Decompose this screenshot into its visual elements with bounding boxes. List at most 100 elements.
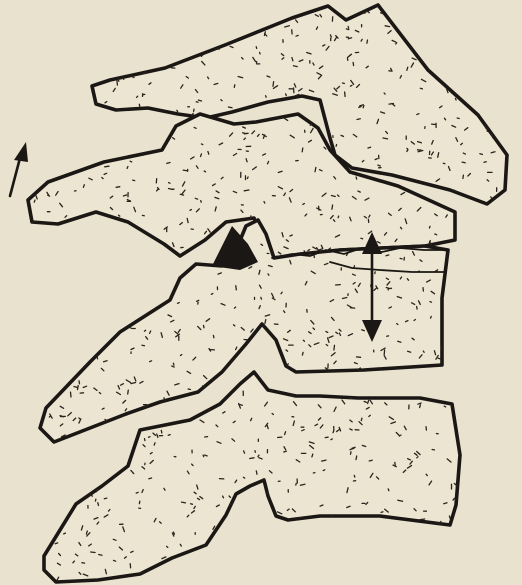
stipple-dash: [148, 298, 149, 300]
stipple-dash: [382, 556, 383, 560]
stipple-dash: [420, 373, 424, 375]
stipple-dash: [237, 579, 240, 580]
stipple-dash: [97, 263, 98, 266]
stipple-dash: [400, 258, 402, 259]
stipple-dash: [456, 563, 457, 565]
stipple-dash: [130, 318, 132, 319]
stipple-dash: [188, 389, 190, 390]
stipple-dash: [88, 276, 92, 277]
stipple-dash: [487, 26, 489, 27]
stipple-dash: [330, 35, 331, 37]
stipple-dash: [101, 57, 104, 58]
stipple-dash: [205, 455, 207, 456]
stipple-dash: [55, 311, 58, 313]
stipple-dash: [261, 297, 262, 299]
stipple-dash: [363, 106, 364, 108]
stipple-dash: [302, 352, 303, 355]
stipple-dash: [79, 381, 80, 384]
stipple-dash: [114, 128, 117, 130]
stipple-dash: [452, 35, 454, 36]
stipple-dash: [423, 568, 427, 569]
stipple-dash: [93, 464, 96, 466]
stipple-dash: [343, 83, 345, 84]
stipple-dash: [125, 445, 128, 448]
stipple-dash: [119, 48, 121, 49]
stipple-dash: [381, 512, 383, 513]
stipple-dash: [482, 72, 483, 75]
stipple-dash: [423, 551, 424, 554]
stipple-dash: [157, 407, 158, 410]
stipple-dash: [316, 375, 320, 376]
stipple-dash: [114, 560, 116, 561]
stipple-dash: [368, 147, 371, 148]
stipple-dash: [384, 176, 386, 179]
stipple-dash: [489, 64, 491, 65]
stipple-dash: [235, 506, 238, 507]
stipple-dash: [429, 525, 430, 527]
stipple-dash: [145, 270, 148, 274]
stipple-dash: [163, 122, 165, 123]
stipple-dash: [176, 403, 180, 404]
stipple-dash: [237, 14, 240, 17]
stipple-dash: [63, 241, 64, 245]
stipple-dash: [232, 30, 233, 32]
stipple-dash: [163, 126, 164, 128]
stipple-dash: [357, 119, 360, 120]
stipple-dash: [281, 292, 282, 294]
stipple-dash: [98, 295, 101, 298]
stipple-dash: [455, 76, 457, 78]
stipple-dash: [312, 454, 313, 457]
stipple-dash: [64, 269, 65, 271]
stipple-dash: [262, 347, 264, 349]
stipple-dash: [185, 262, 186, 264]
stipple-dash: [387, 537, 388, 538]
stipple-dash: [102, 463, 103, 465]
stipple-dash: [424, 545, 426, 547]
stipple-dash: [62, 228, 66, 231]
stipple-dash: [55, 543, 58, 544]
stipple-dash: [290, 235, 292, 236]
stipple-dash: [160, 420, 163, 423]
stipple-dash: [346, 29, 349, 30]
stipple-dash: [83, 185, 84, 188]
stipple-dash: [123, 21, 124, 24]
stipple-dash: [389, 104, 394, 105]
stipple-dash: [78, 386, 79, 390]
stipple-dash: [414, 13, 416, 15]
stipple-dash: [83, 245, 85, 248]
stipple-dash: [208, 152, 209, 155]
stipple-dash: [95, 499, 96, 501]
stipple-dash: [49, 322, 51, 325]
stipple-dash: [264, 113, 265, 115]
stipple-dash: [414, 320, 415, 321]
stipple-dash: [130, 328, 132, 329]
stipple-dash: [341, 135, 344, 136]
stipple-dash: [104, 469, 107, 472]
stipple-dash: [481, 101, 483, 103]
stipple-dash: [136, 492, 138, 493]
stipple-dash: [137, 295, 139, 296]
stipple-dash: [250, 458, 254, 459]
stipple-dash: [227, 225, 228, 229]
stipple-dash: [79, 418, 80, 419]
stipple-dash: [203, 386, 204, 387]
stipple-dash: [161, 430, 162, 433]
stipple-dash: [105, 75, 106, 78]
stipple-dash: [431, 44, 432, 47]
stipple-dash: [326, 332, 328, 333]
stipple-dash: [306, 374, 307, 376]
stipple-dash: [390, 373, 391, 378]
stipple-dash: [57, 378, 59, 382]
stipple-dash: [304, 560, 305, 561]
stipple-dash: [435, 540, 438, 543]
stipple-dash: [312, 554, 315, 556]
stipple-dash: [357, 533, 360, 537]
stipple-dash: [104, 75, 107, 77]
stipple-dash: [76, 299, 79, 302]
stipple-dash: [350, 85, 352, 86]
stipple-dash: [211, 294, 213, 295]
stipple-dash: [71, 392, 72, 397]
stipple-dash: [153, 282, 155, 285]
stipple-dash: [493, 91, 497, 92]
stipple-dash: [142, 345, 145, 346]
